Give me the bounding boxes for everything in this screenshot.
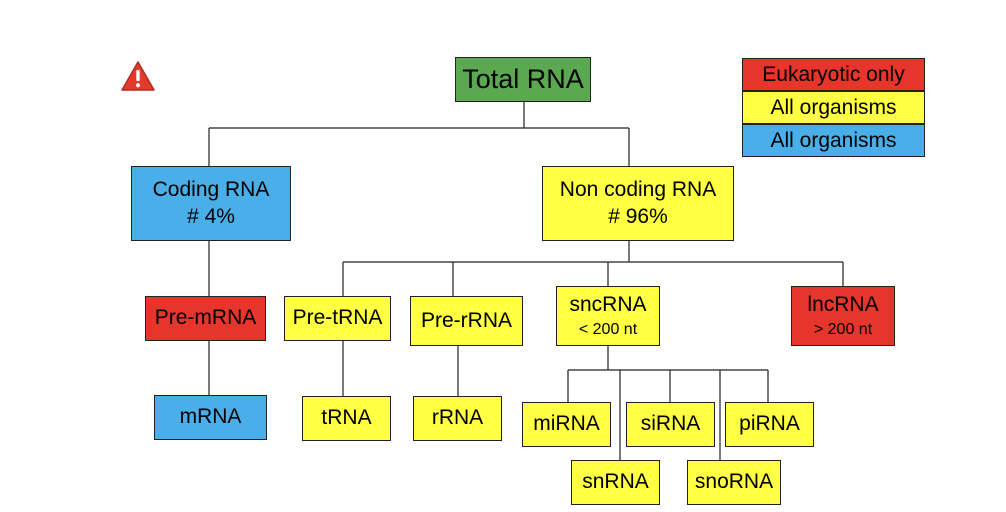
node-label: piRNA	[739, 412, 800, 436]
node-sncrna: sncRNA < 200 nt	[556, 286, 660, 346]
node-label: mRNA	[179, 405, 242, 429]
node-label: miRNA	[533, 412, 600, 436]
legend-label: All organisms	[770, 95, 897, 119]
node-label: rRNA	[431, 406, 484, 430]
node-coding-rna: Coding RNA # 4%	[131, 166, 291, 241]
node-pirna: piRNA	[725, 402, 814, 447]
legend-eukaryotic-only: Eukaryotic only	[742, 58, 925, 91]
node-pre-rrna: Pre-rRNA	[410, 296, 523, 346]
node-label: snoRNA	[694, 470, 774, 494]
legend-label: All organisms	[770, 128, 897, 152]
node-label: Pre-tRNA	[292, 306, 383, 330]
legend-all-organisms-yellow: All organisms	[742, 91, 925, 124]
node-mrna: mRNA	[154, 395, 267, 440]
node-label: Coding RNA	[152, 178, 270, 202]
node-label: tRNA	[321, 406, 372, 430]
legend-label: Eukaryotic only	[762, 62, 905, 86]
node-pre-trna: Pre-tRNA	[284, 296, 391, 341]
node-length: > 200 nt	[813, 321, 873, 339]
node-trna: tRNA	[302, 396, 391, 441]
node-percentage: # 96%	[608, 204, 668, 228]
node-snorna: snoRNA	[687, 460, 781, 505]
node-percentage: # 4%	[187, 204, 235, 228]
node-snrna: snRNA	[571, 460, 660, 505]
node-label: snRNA	[582, 470, 649, 494]
node-label: lncRNA	[807, 292, 879, 316]
node-label: Pre-rRNA	[420, 308, 512, 332]
node-lncrna: lncRNA > 200 nt	[791, 286, 895, 346]
node-sirna: siRNA	[626, 402, 715, 447]
node-non-coding-rna: Non coding RNA # 96%	[542, 166, 734, 241]
node-rrna: rRNA	[413, 396, 502, 441]
node-length: < 200 nt	[578, 321, 638, 339]
node-label: Pre-mRNA	[154, 306, 257, 330]
node-mirna: miRNA	[522, 402, 611, 447]
node-label: siRNA	[640, 412, 701, 436]
node-label: sncRNA	[569, 292, 647, 316]
warning-triangle-icon	[121, 61, 155, 91]
node-total-rna: Total RNA	[455, 57, 591, 102]
node-label: Non coding RNA	[559, 178, 717, 202]
node-label: Total RNA	[462, 63, 584, 94]
node-pre-mrna: Pre-mRNA	[145, 296, 266, 341]
legend-all-organisms-blue: All organisms	[742, 124, 925, 157]
